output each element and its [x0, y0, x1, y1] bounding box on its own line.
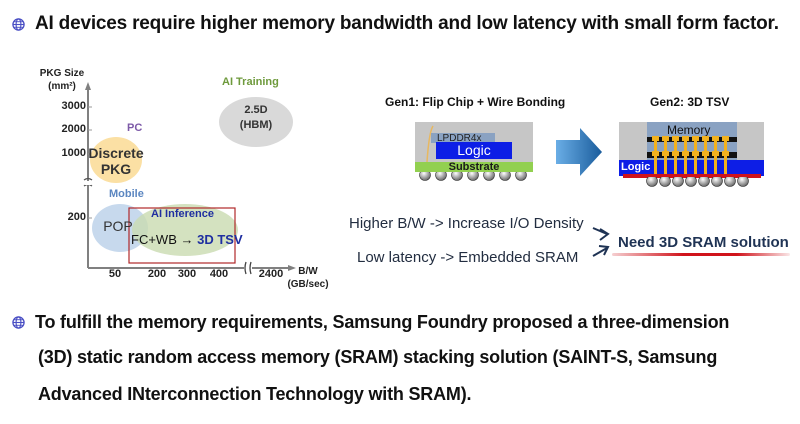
- gen2-title: Gen2: 3D TSV: [650, 95, 730, 109]
- y-axis-arrow: [85, 82, 91, 90]
- category-ai-inference: AI Inference: [151, 208, 214, 220]
- gen2-logic-label: Logic: [621, 161, 651, 173]
- ai-inference-highlight-box: [128, 207, 236, 264]
- gen1-title: Gen1: Flip Chip + Wire Bonding: [385, 95, 566, 109]
- x-tick-label: 50: [108, 268, 122, 280]
- conclusion-text: Need 3D SRAM solution: [618, 234, 789, 251]
- ai-training-bubble: [219, 97, 293, 147]
- chart-axes: [83, 82, 296, 275]
- headline-row: AI devices require higher memory bandwid…: [12, 13, 779, 35]
- ai-inference-bubble: [132, 204, 238, 256]
- gen2-substrate-layer: [623, 174, 761, 178]
- gen1-memory-layer: LPDDR4x: [431, 133, 495, 143]
- x-tick-label: 300: [177, 268, 197, 280]
- conclusion-underline: [612, 253, 790, 256]
- gen1-package-diagram: LPDDR4x Logic Substrate: [415, 122, 533, 182]
- gen1-solder-balls: [419, 172, 527, 181]
- category-ai-training: AI Training: [222, 76, 279, 88]
- summary-line-3: Advanced INterconnection Technology with…: [38, 384, 472, 404]
- x-tick-label: 2400: [258, 268, 284, 280]
- x-tick-label: 400: [209, 268, 229, 280]
- y-tick-label: 3000: [61, 100, 86, 112]
- gen1-logic-layer: Logic: [436, 142, 512, 159]
- requirement-latency: Low latency -> Embedded SRAM: [357, 249, 579, 266]
- category-pc: PC: [127, 122, 143, 134]
- gen2-solder-balls: [646, 177, 749, 187]
- headline-text: AI devices require higher memory bandwid…: [35, 13, 779, 34]
- summary-row: To fulfill the memory requirements, Sams…: [12, 312, 729, 333]
- x-axis-break: [244, 261, 252, 275]
- gen2-tsv-pillars: [652, 136, 729, 176]
- gen2-memory-label: Memory: [667, 123, 711, 137]
- x-axis-title: B/W (GB/sec): [287, 266, 329, 290]
- globe-icon: [12, 316, 25, 329]
- pc-bubble-label: Discrete PKG: [88, 145, 144, 177]
- pc-bubble: [90, 137, 142, 183]
- converge-arrows-icon: [592, 227, 610, 257]
- gen1-substrate-layer: Substrate: [415, 162, 533, 173]
- summary-line-1: To fulfill the memory requirements, Sams…: [35, 312, 730, 332]
- gen1-wire-bond: [426, 125, 434, 163]
- right-arrow-icon: [556, 128, 602, 176]
- globe-icon: [12, 17, 25, 31]
- category-mobile: Mobile: [109, 188, 144, 200]
- ai-training-bubble-label: 2.5D (HBM): [239, 104, 273, 131]
- y-tick-label: 2000: [61, 123, 86, 135]
- x-tick-label: 200: [147, 268, 167, 280]
- mobile-bubble-label: POP: [103, 218, 133, 234]
- mobile-bubble: [92, 204, 148, 252]
- x-axis-arrow: [288, 265, 296, 271]
- y-axis-title: PKG Size (mm²): [39, 68, 85, 92]
- summary-line-2: (3D) static random access memory (SRAM) …: [38, 347, 718, 367]
- y-tick-label: 1000: [61, 147, 86, 159]
- ai-inference-bubble-label: FC+WB → 3D TSV: [131, 232, 243, 247]
- requirement-bandwidth: Higher B/W -> Increase I/O Density: [349, 215, 584, 232]
- gen2-package-diagram: Memory Logic: [619, 122, 764, 190]
- y-tick-label: 200: [67, 211, 86, 223]
